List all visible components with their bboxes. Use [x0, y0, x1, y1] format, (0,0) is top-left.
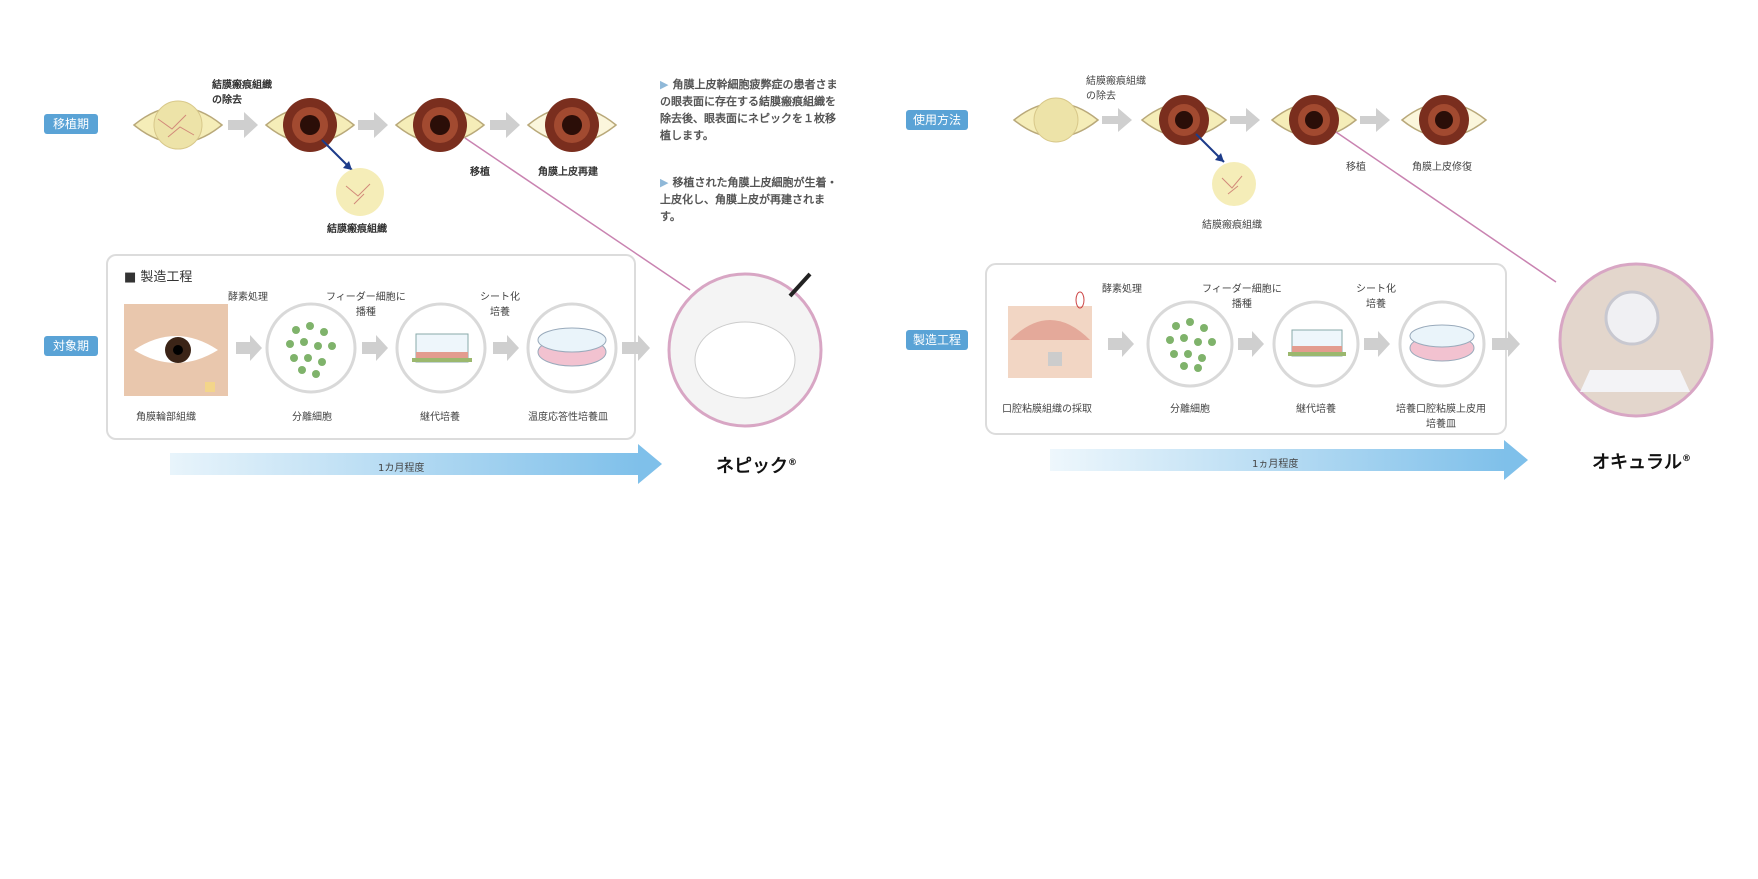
process-label-passage: 継代培養 [1296, 404, 1336, 415]
process-label-passage: 継代培養 [420, 412, 460, 423]
oral-mucosa-icon [1008, 291, 1092, 378]
eye-icon [1400, 95, 1488, 145]
eye-icon [132, 100, 224, 150]
tag-transplant-phase: 移植期 [44, 114, 98, 134]
process-label-dish: 温度応答性培養皿 [528, 412, 608, 423]
process-step-sheet: シート化 培養 [1356, 284, 1396, 310]
step-label-scar: 結膜瘢痕組織 [1202, 220, 1262, 231]
scar-tissue-icon [1212, 162, 1256, 206]
cells-icon [286, 322, 336, 378]
eye-icon [394, 98, 486, 152]
process-title: ■ 製造工程 [124, 270, 193, 285]
process-step-enzyme: 酵素処理 [1102, 284, 1142, 295]
step-label-scar: 結膜瘢痕組織 [327, 224, 387, 235]
step-label-transplant: 移植 [470, 167, 490, 178]
eye-sequence [132, 98, 691, 291]
step-label-repair: 角膜上皮修復 [1412, 162, 1472, 173]
eye-icon [264, 98, 356, 152]
note-1: ▶角膜上皮幹細胞疲弊症の患者さまの眼表面に存在する結膜瘢痕組織を除去後、眼表面に… [660, 78, 838, 142]
process-label-cells: 分離細胞 [1170, 404, 1210, 415]
tag-usage: 使用方法 [906, 110, 968, 130]
process-step-sheet: シート化 培養 [480, 292, 520, 318]
step-label-transplant: 移植 [1346, 162, 1366, 173]
process-label-cells: 分離細胞 [292, 412, 332, 423]
eye-icon [1270, 95, 1358, 145]
tag-manufacturing: 製造工程 [906, 330, 968, 350]
note-2: ▶移植された角膜上皮細胞が生着・上皮化し、角膜上皮が再建されます。 [660, 176, 838, 223]
eye-icon [1012, 97, 1100, 143]
eye-photo-icon [124, 304, 228, 396]
process-label-dish: 培養口腔粘膜上皮用 培養皿 [1396, 404, 1486, 430]
culture-sheet-icon [412, 333, 472, 363]
product-name-ocural: オキュラル® [1592, 452, 1691, 473]
scar-tissue-icon [336, 168, 384, 216]
eye-icon [1140, 95, 1228, 145]
culture-dish-icon [537, 327, 607, 367]
process-step-enzyme: 酵素処理 [228, 292, 268, 303]
process-step-seed: フィーダー細胞に 播種 [326, 292, 406, 318]
eye-sequence-right [985, 95, 1714, 480]
process-label-oral: 口腔粘膜組織の採取 [1002, 404, 1092, 415]
ocural-diagram-panel: 使用方法 製造工程 [880, 0, 1758, 500]
process-step-seed: フィーダー細胞に 播種 [1202, 284, 1282, 310]
duration-label: 1ヵ月程度 [1252, 459, 1299, 470]
process-label-limbal: 角膜輪部組織 [136, 412, 196, 423]
process-graphics [124, 272, 823, 484]
step-label-removal: 結膜瘢痕組織 の除去 [212, 80, 272, 106]
tag-target-phase: 対象期 [44, 336, 98, 356]
cells-icon [1166, 318, 1216, 372]
product-name-nepic: ネピック® [716, 456, 797, 477]
step-label-reconstruct: 角膜上皮再建 [538, 167, 598, 178]
eye-icon [526, 98, 618, 152]
duration-label: 1カ月程度 [378, 463, 425, 474]
culture-dish-icon [1409, 324, 1475, 362]
culture-sheet-icon [1288, 329, 1346, 357]
step-label-removal: 結膜瘢痕組織 の除去 [1086, 76, 1146, 102]
nepic-diagram-panel: 移植期 対象期 [0, 0, 880, 500]
